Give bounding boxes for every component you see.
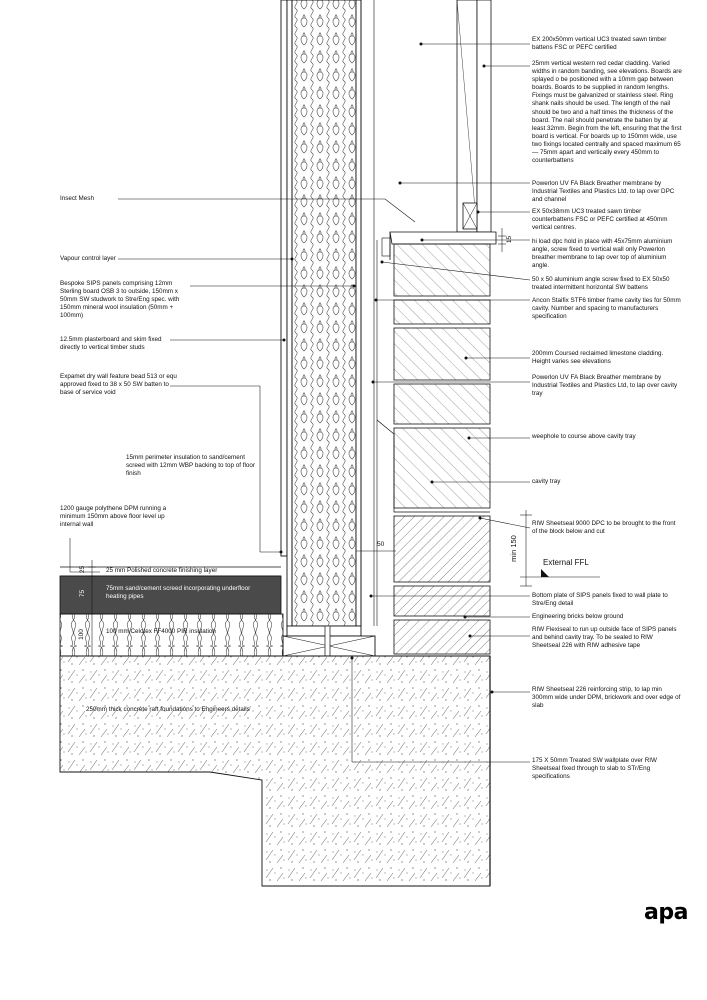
note-drywall-bead: Expamet dry wall feature bead 513 or equ… <box>60 373 177 397</box>
note-engineering-bricks: Engineering bricks below ground <box>532 613 624 620</box>
note-breather-membrane-tray: Powerlon UV FA Black Breather membrane b… <box>532 374 678 398</box>
limestone-cladding <box>393 243 491 509</box>
dim-50: 50 <box>377 541 385 548</box>
note-limestone: 200mm Coursed reclaimed limestone claddi… <box>532 350 664 366</box>
note-insect-mesh: Insect Mesh <box>60 195 94 202</box>
note-reinforcing-strip: RIW Sheetseal 226 reinforcing strip, to … <box>532 686 681 710</box>
external-ffl-marker <box>541 569 549 577</box>
note-sips-panels: Bespoke SIPS panels comprising 12mm Ster… <box>60 280 180 320</box>
aluminium-angle <box>389 231 497 245</box>
apa-logo: apa <box>644 900 688 925</box>
note-cavity-ties: Ancon Staifix STF6 timber frame cavity t… <box>532 297 681 321</box>
note-cedar-cladding: 25mm vertical western red cedar cladding… <box>532 60 682 165</box>
leader-lines-right <box>351 43 531 763</box>
note-wallplate: 175 X 50mm Treated SW wallplate over RIW… <box>532 757 657 781</box>
dimension-lines <box>88 228 600 657</box>
dim-25: 25 <box>79 565 87 574</box>
dim-75: 75 <box>79 589 87 598</box>
leader-dots-left <box>279 257 356 554</box>
leader-dots-right <box>350 42 494 694</box>
note-breather-membrane-dpc: Powerlon UV FA Black Breather membrane b… <box>532 180 675 204</box>
note-counterbattens: EX 50x38mm UC3 treated sawn timber count… <box>532 208 668 232</box>
leader-lines-left <box>69 198 416 573</box>
external-ffl-label: External FFL <box>543 558 589 567</box>
sips-bottom-plate <box>286 625 362 637</box>
note-bottom-plate: Bottom plate of SIPS panels fixed to wal… <box>532 592 668 608</box>
note-flexiseal: RIW Flexiseal to run up outside face of … <box>532 626 677 650</box>
note-dpc-angle: hi load dpc hold in place with 45x75mm a… <box>532 238 673 270</box>
note-polythene-dpm: 1200 gauge polythene DPM running a minim… <box>60 505 167 529</box>
label-concrete-raft: 250mm thick concrete raft foundations to… <box>86 706 250 713</box>
label-celotex-insulation: 100 mm Celotex FF4000 PIR insulation <box>106 628 216 635</box>
note-perimeter-insulation: 15mm perimeter insulation to sand/cement… <box>126 454 256 478</box>
note-vapour-control: Vapour control layer <box>60 255 116 262</box>
sips-wall-panel <box>280 0 362 631</box>
note-timber-battens: EX 200x50mm vertical UC3 treated sawn ti… <box>532 36 667 52</box>
floor-buildup <box>59 566 284 657</box>
label-sand-cement-screed: 75mm sand/cement screed incorporating un… <box>106 585 251 601</box>
note-aluminium-angle: 50 x 50 aluminium angle screw fixed to E… <box>532 276 670 292</box>
concrete-raft <box>59 655 491 887</box>
note-plasterboard: 12.5mm plasterboard and skim fixed direc… <box>60 336 162 352</box>
engineering-bricks <box>393 515 491 655</box>
dim-15: 15 <box>506 235 514 244</box>
note-sheetseal-dpc: RIW Sheetseal 9000 DPC to be brought to … <box>532 520 676 536</box>
label-concrete-finish: 25 mm Polished concrete finishing layer <box>106 567 218 574</box>
cavity-tray <box>376 419 490 513</box>
dim-100: 100 <box>77 629 85 640</box>
note-cavity-tray: cavity tray <box>532 478 561 485</box>
dim-min-150: min 150 <box>508 535 518 562</box>
note-weephole: weephole to course above cavity tray <box>532 433 636 440</box>
cladding-battens <box>456 0 492 233</box>
